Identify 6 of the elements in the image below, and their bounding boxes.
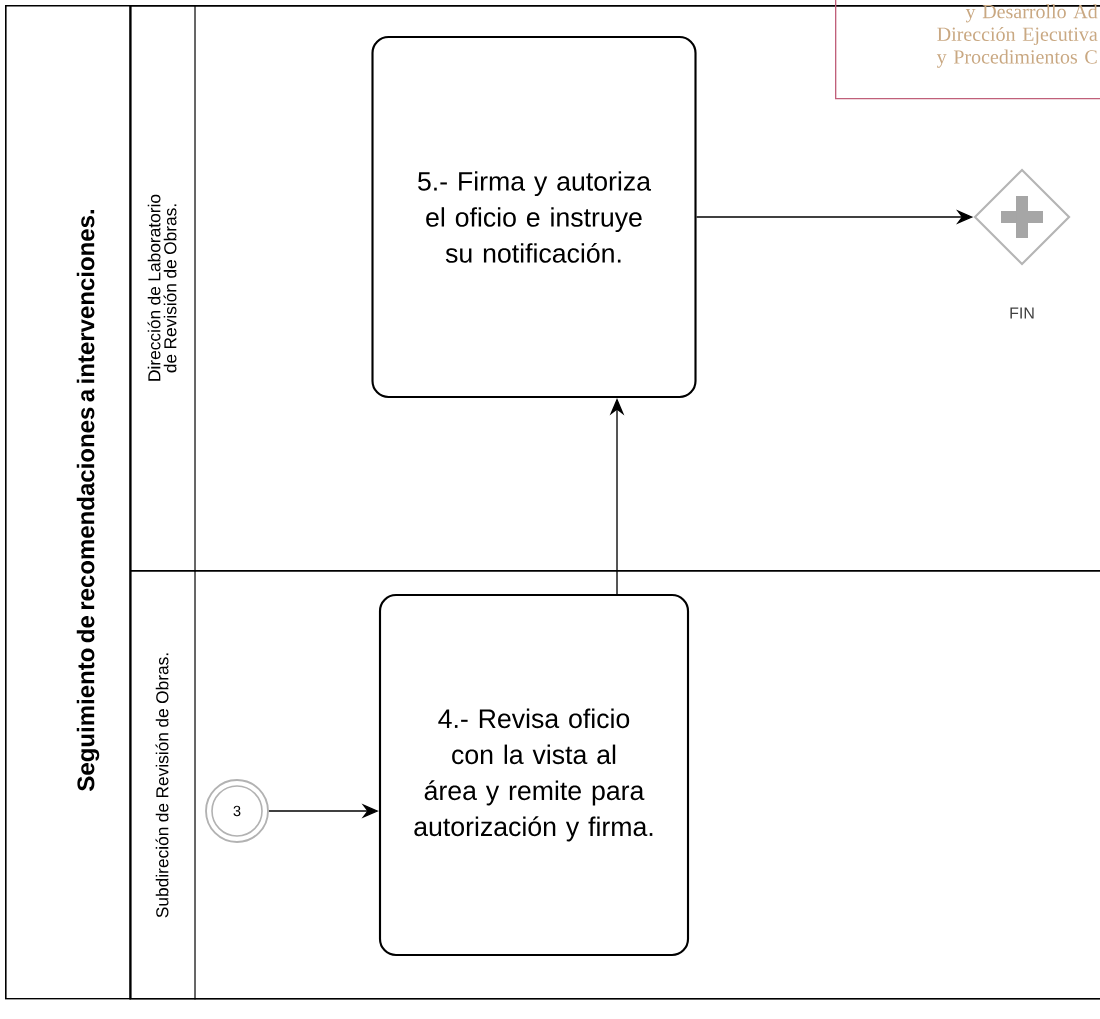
stamp: y Desarrollo Ad Dirección Ejecutiva y Procedimientos C [835,0,1100,100]
intermediate-event: 3 [205,779,269,843]
task-box: 5.- Firma y autoriza el oficio e instruye su notificación. [371,35,697,399]
gateway-diamond [973,168,1071,266]
task-box: 4.- Revisa oficio con la vista al área y remite para autorización y firma. [378,593,690,957]
gateway-label: FIN [1010,307,1034,319]
